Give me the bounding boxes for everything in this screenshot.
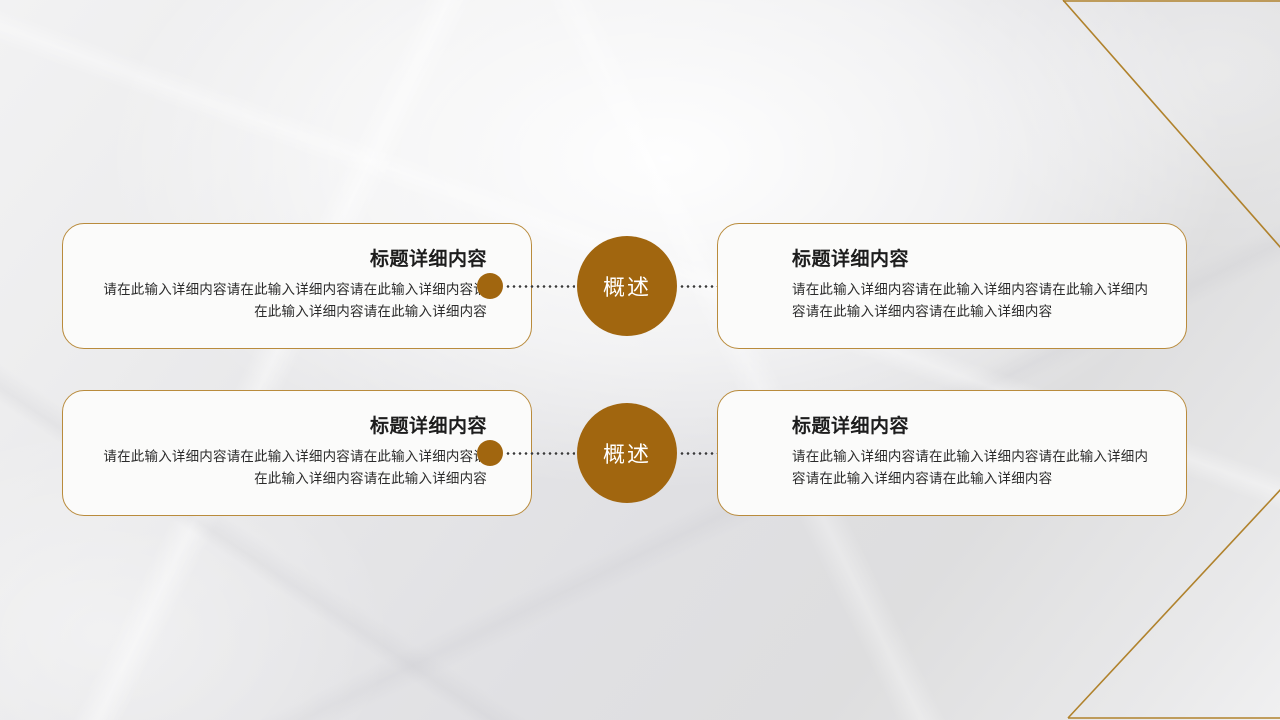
connector-node-left xyxy=(477,440,503,466)
card-title: 标题详细内容 xyxy=(369,248,487,270)
connector-node-left xyxy=(477,273,503,299)
connector-dotted-line-left xyxy=(505,285,575,288)
card-body-text: 请在此输入详细内容请在此输入详细内容请在此输入详细内容请在此输入详细内容请在此输… xyxy=(792,448,1149,486)
center-hub-circle[interactable]: 概述 xyxy=(577,236,677,336)
connector-dotted-line-right xyxy=(679,285,749,288)
center-hub-circle[interactable]: 概述 xyxy=(577,403,677,503)
center-hub-label: 概述 xyxy=(602,442,651,467)
center-hub-label: 概述 xyxy=(602,275,651,300)
info-card-right[interactable]: 标题详细内容 请在此输入详细内容请在此输入详细内容请在此输入详细内容请在此输入详… xyxy=(717,390,1187,516)
card-body-text: 请在此输入详细内容请在此输入详细内容请在此输入详细内容请在此输入详细内容请在此输… xyxy=(103,281,487,319)
card-body-text: 请在此输入详细内容请在此输入详细内容请在此输入详细内容请在此输入详细内容请在此输… xyxy=(103,448,487,486)
content-row: 标题详细内容 请在此输入详细内容请在此输入详细内容请在此输入详细内容请在此输入详… xyxy=(0,223,1280,353)
connector-dotted-line-right xyxy=(679,452,749,455)
info-card-left[interactable]: 标题详细内容 请在此输入详细内容请在此输入详细内容请在此输入详细内容请在此输入详… xyxy=(62,223,532,349)
info-card-left[interactable]: 标题详细内容 请在此输入详细内容请在此输入详细内容请在此输入详细内容请在此输入详… xyxy=(62,390,532,516)
card-title: 标题详细内容 xyxy=(792,248,910,270)
content-row: 标题详细内容 请在此输入详细内容请在此输入详细内容请在此输入详细内容请在此输入详… xyxy=(0,390,1280,520)
card-title: 标题详细内容 xyxy=(369,415,487,437)
card-body-text: 请在此输入详细内容请在此输入详细内容请在此输入详细内容请在此输入详细内容请在此输… xyxy=(792,281,1149,319)
card-title: 标题详细内容 xyxy=(792,415,910,437)
connector-dotted-line-left xyxy=(505,452,575,455)
info-card-right[interactable]: 标题详细内容 请在此输入详细内容请在此输入详细内容请在此输入详细内容请在此输入详… xyxy=(717,223,1187,349)
